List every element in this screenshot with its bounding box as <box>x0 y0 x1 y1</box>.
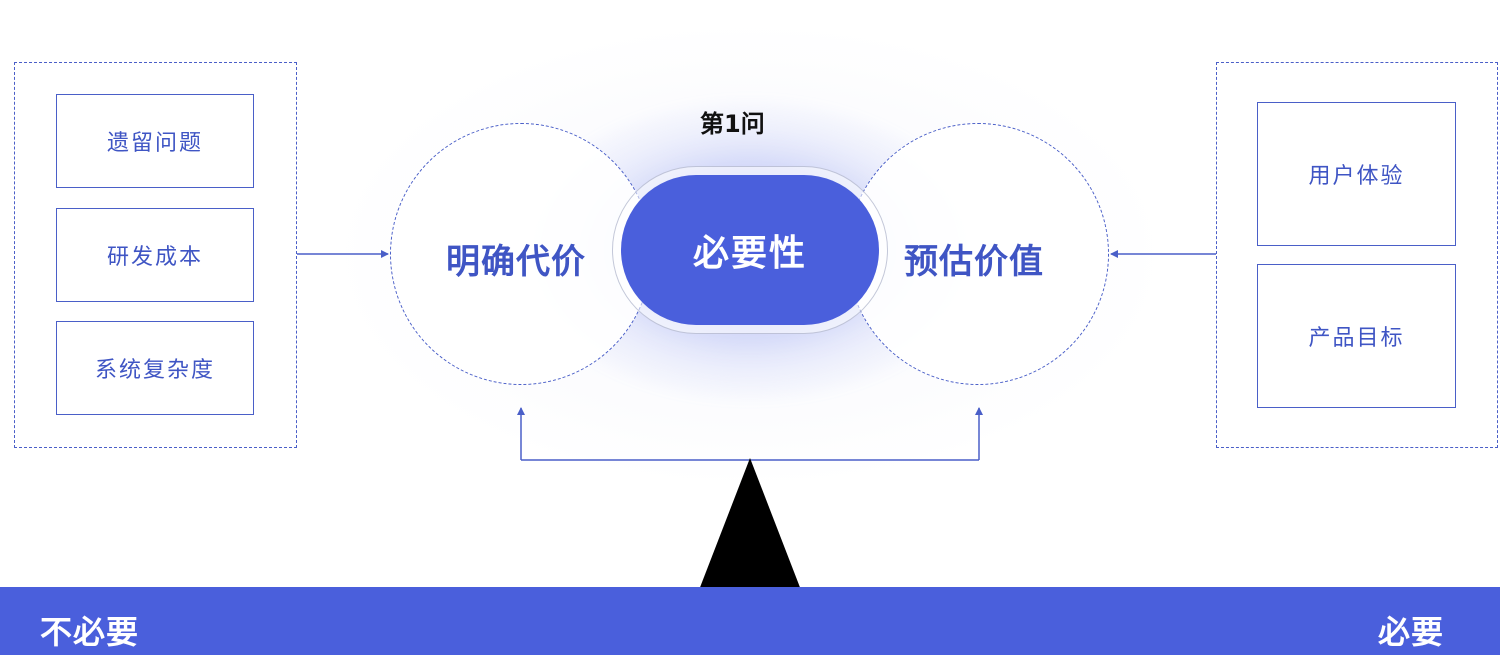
value-circle-label: 预估价值 <box>904 242 1044 282</box>
value-circle <box>847 123 1109 385</box>
necessary-label: 必要 <box>1378 613 1445 651</box>
cost-factor-box: 系统复杂度 <box>56 321 254 415</box>
cost-factors-frame <box>14 62 297 448</box>
cost-factor-box: 遗留问题 <box>56 94 254 188</box>
cost-circle-label: 明确代价 <box>446 242 586 282</box>
cost-factor-box: 研发成本 <box>56 208 254 302</box>
center-pill: 必要性 <box>621 175 879 325</box>
cost-circle <box>390 123 652 385</box>
value-factors-frame <box>1216 62 1498 448</box>
value-factor-box: 用户体验 <box>1257 102 1456 246</box>
necessity-scale-bar <box>0 587 1500 655</box>
fulcrum-triangle <box>699 458 801 590</box>
not-necessary-label: 不必要 <box>40 613 140 651</box>
value-factor-box: 产品目标 <box>1257 264 1456 408</box>
question-label: 第1问 <box>700 110 765 138</box>
